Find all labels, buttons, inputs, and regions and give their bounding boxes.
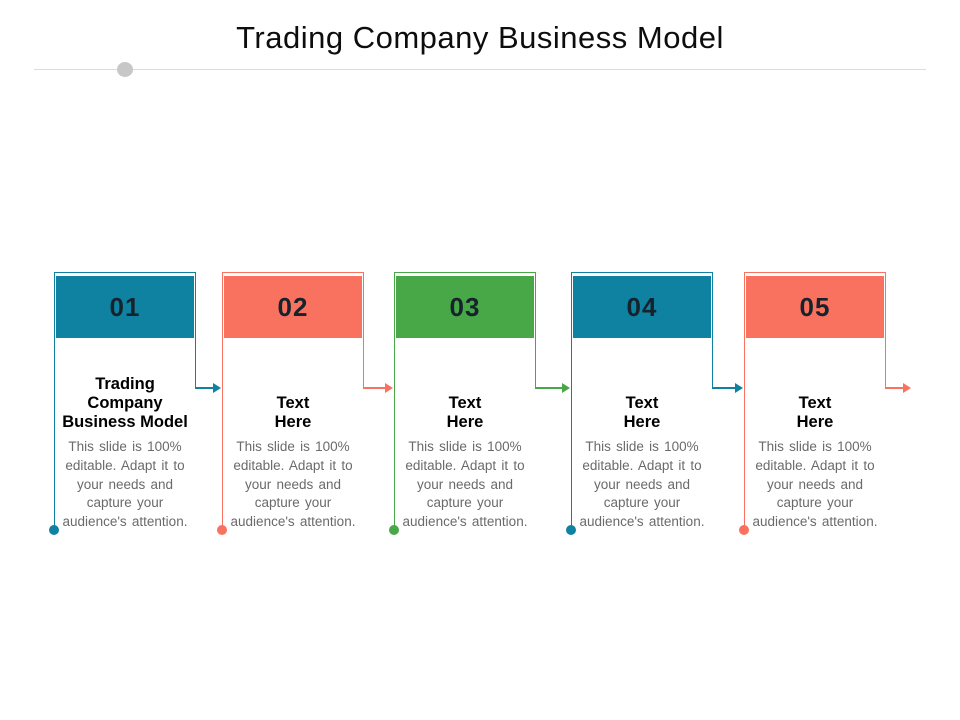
step-frame-left-line	[571, 272, 572, 526]
arrow-head-icon	[213, 383, 221, 393]
step-number: 03	[449, 291, 481, 322]
step-frame-top-line	[54, 272, 196, 273]
divider-dot	[117, 62, 133, 77]
connector-arrow	[195, 382, 221, 394]
step-description[interactable]: This slide is 100% editable. Adapt it to…	[62, 439, 188, 530]
step-number: 04	[626, 291, 658, 322]
step-heading[interactable]: Text Here	[623, 394, 661, 431]
arrow-line	[712, 387, 735, 389]
step-item: 03 Text Here This slide is 100% editable…	[389, 272, 570, 542]
step-number-box[interactable]: 01	[56, 276, 194, 338]
arrow-line	[535, 387, 562, 389]
arrow-head-icon	[903, 383, 911, 393]
step-number-box[interactable]: 05	[746, 276, 884, 338]
arrow-line	[885, 387, 903, 389]
step-item: 02 Text Here This slide is 100% editable…	[217, 272, 393, 542]
step-description[interactable]: This slide is 100% editable. Adapt it to…	[579, 439, 705, 530]
slide-title[interactable]: Trading Company Business Model	[236, 20, 724, 55]
step-heading[interactable]: Trading Company Business Model	[62, 375, 188, 431]
arrow-head-icon	[562, 383, 570, 393]
step-frame-right-line	[712, 272, 713, 388]
step-frame-left-line	[744, 272, 745, 526]
step-frame-left-line	[394, 272, 395, 526]
step-description[interactable]: This slide is 100% editable. Adapt it to…	[230, 439, 356, 530]
arrow-head-icon	[385, 383, 393, 393]
step-frame-right-line	[195, 272, 196, 388]
step-item: 05 Text Here This slide is 100% editable…	[739, 272, 911, 542]
step-frame-top-line	[571, 272, 713, 273]
step-anchor-dot	[217, 525, 227, 535]
step-frame-left-line	[222, 272, 223, 526]
step-number: 02	[277, 291, 309, 322]
step-frame-top-line	[744, 272, 886, 273]
step-number: 01	[109, 291, 141, 322]
arrow-head-icon	[735, 383, 743, 393]
connector-arrow	[363, 382, 393, 394]
connector-arrow	[885, 382, 911, 394]
step-anchor-dot	[739, 525, 749, 535]
step-anchor-dot	[389, 525, 399, 535]
step-item: 01 Trading Company Business Model This s…	[49, 272, 221, 542]
step-frame-right-line	[363, 272, 364, 388]
arrow-line	[363, 387, 385, 389]
step-heading[interactable]: Text Here	[796, 394, 834, 431]
step-description[interactable]: This slide is 100% editable. Adapt it to…	[752, 439, 878, 530]
step-number-box[interactable]: 02	[224, 276, 362, 338]
step-number-box[interactable]: 03	[396, 276, 534, 338]
connector-arrow	[712, 382, 743, 394]
step-anchor-dot	[49, 525, 59, 535]
step-anchor-dot	[566, 525, 576, 535]
step-heading[interactable]: Text Here	[446, 394, 484, 431]
connector-arrow	[535, 382, 570, 394]
step-heading[interactable]: Text Here	[274, 394, 312, 431]
step-item: 04 Text Here This slide is 100% editable…	[566, 272, 743, 542]
step-frame-top-line	[394, 272, 536, 273]
step-description[interactable]: This slide is 100% editable. Adapt it to…	[402, 439, 528, 530]
step-number: 05	[799, 291, 831, 322]
step-frame-left-line	[54, 272, 55, 526]
step-number-box[interactable]: 04	[573, 276, 711, 338]
step-frame-right-line	[535, 272, 536, 388]
title-divider-line	[34, 69, 926, 70]
step-frame-right-line	[885, 272, 886, 388]
arrow-line	[195, 387, 213, 389]
step-frame-top-line	[222, 272, 364, 273]
